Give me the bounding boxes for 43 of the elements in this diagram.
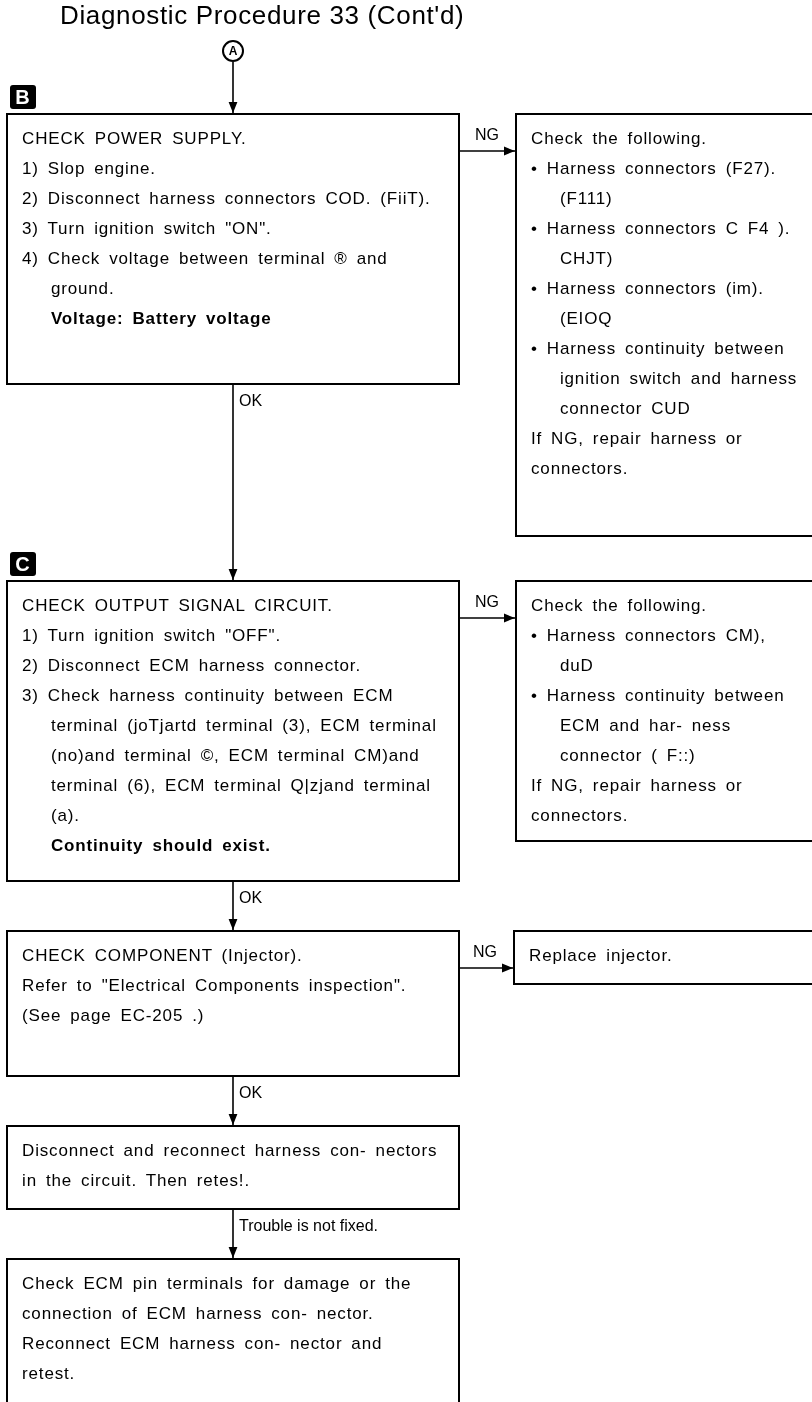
step-text: Refer to "Electrical Components inspection". (See page EC-205 .)	[22, 975, 408, 1027]
arrow	[459, 613, 516, 623]
list-item: • Harness connectors C F4 ). CHJT)	[531, 218, 792, 270]
step-box	[6, 1125, 460, 1210]
arrow	[459, 146, 516, 156]
result-text: Continuity should exist.	[49, 835, 272, 857]
step-box	[6, 1258, 460, 1402]
step-text: CHECK COMPONENT (Injector).	[22, 945, 304, 967]
step-box	[515, 580, 812, 842]
step-text: Check the following.	[531, 595, 708, 617]
step-text: Replace injector.	[529, 945, 674, 967]
step-text: CHECK OUTPUT SIGNAL CIRCUIT.	[22, 595, 334, 617]
arrow	[228, 881, 238, 931]
list-item: 4) Check voltage between terminal ® and ground.	[22, 248, 389, 300]
list-item: • Harness continuity between ignition switch and harness connector CUD	[531, 338, 798, 420]
list-item: • Harness connectors CM), duD	[531, 625, 767, 677]
arrow	[228, 384, 238, 581]
step-tag: B	[10, 85, 36, 109]
step-box	[515, 113, 812, 537]
list-item: 2) Disconnect harness connectors COD. (FiiT).	[22, 188, 432, 210]
page-title: Diagnostic Procedure 33 (Cont'd)	[60, 0, 465, 30]
step-box	[513, 930, 812, 985]
arrow	[228, 1076, 238, 1126]
step-text: Disconnect and reconnect harness con- nectors in the circuit. Then retes!.	[22, 1140, 439, 1192]
list-item: 3) Turn ignition switch "ON".	[22, 218, 273, 240]
list-item: 3) Check harness continuity between ECM terminal (joTjartd terminal (3), ECM terminal (no)and terminal ©, ECM terminal CM)and terminal (6), ECM terminal Q|zjand terminal (a).	[22, 685, 438, 827]
step-text: If NG, repair harness or connectors.	[531, 775, 744, 827]
step-text: If NG, repair harness or connectors.	[531, 428, 744, 480]
step-text: Check ECM pin terminals for damage or the connection of ECM harness con- nector. Reconnect ECM harness con- nector and retest.	[22, 1273, 413, 1385]
result-text: Voltage: Battery voltage	[49, 308, 273, 330]
list-item: 2) Disconnect ECM harness connector.	[22, 655, 362, 677]
step-text: CHECK POWER SUPPLY.	[22, 128, 248, 150]
list-item: 1) Turn ignition switch "OFF".	[22, 625, 282, 647]
list-item: • Harness continuity between ECM and har- ness connector ( F::)	[531, 685, 786, 767]
step-box	[6, 930, 460, 1077]
step-text: Check the following.	[531, 128, 708, 150]
list-item: • Harness connectors (im). (EIOQ	[531, 278, 765, 330]
arrow	[459, 963, 514, 973]
step-tag: C	[10, 552, 36, 576]
list-item: • Harness connectors (F27). (F111)	[531, 158, 778, 210]
arrow	[228, 1209, 238, 1259]
list-item: 1) Slop engine.	[22, 158, 157, 180]
arrow	[228, 61, 238, 114]
